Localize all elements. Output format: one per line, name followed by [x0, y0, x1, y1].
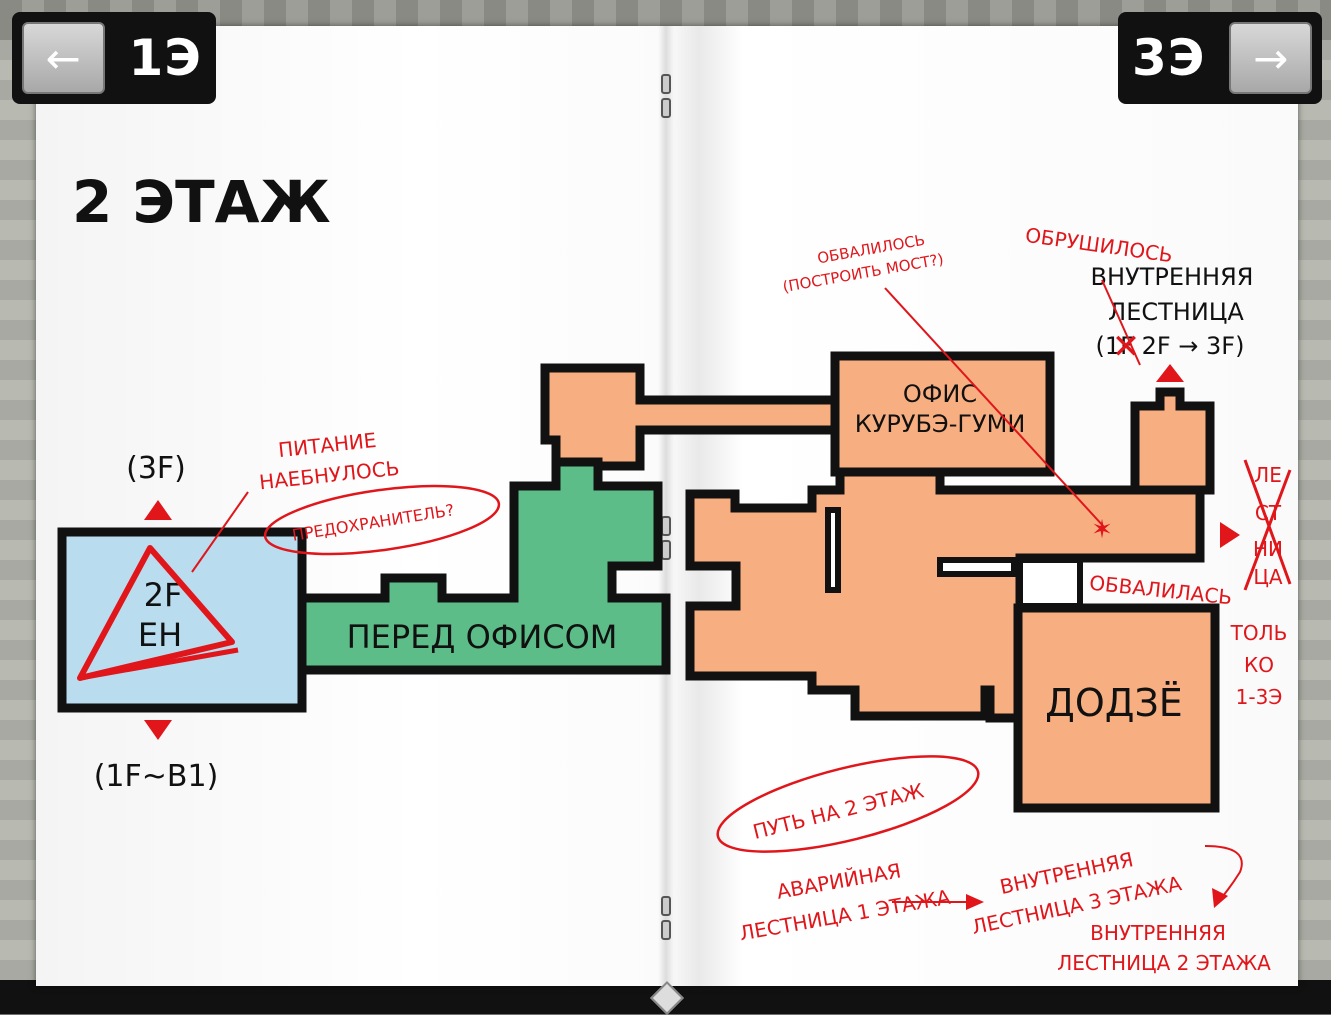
note-fuse-circle [263, 484, 501, 556]
annotation-pointer-line [191, 491, 249, 573]
annotation-pointer-line [884, 287, 1106, 529]
wall-gap [825, 507, 841, 593]
room-dojo [1013, 603, 1220, 813]
wall-gap [937, 557, 1017, 577]
room-eh-label-2: EH [138, 616, 182, 654]
next-floor-label: 3Э [1132, 29, 1206, 87]
arrow-right-icon: → [1253, 33, 1289, 83]
page-title: 2 ЭТАЖ [72, 168, 331, 236]
room-eh-label-1: 2F [144, 576, 183, 614]
stairs-down-arrow-icon [144, 720, 172, 740]
right-exit-arrow-icon [1220, 522, 1240, 548]
spine-ring [661, 896, 671, 916]
spine-ring [661, 74, 671, 94]
route-step3-1: ВНУТРЕННЯЯ [1090, 921, 1226, 945]
note-only-2: КО [1244, 653, 1274, 677]
cross-out-line [1243, 469, 1292, 591]
route-step3-2: ЛЕСТНИЦА 2 ЭТАЖА [1057, 951, 1271, 975]
arrow-left-icon: ← [45, 33, 81, 83]
triangle-scribble [77, 545, 235, 681]
cross-out-line [1243, 459, 1292, 585]
next-floor-button[interactable]: → [1229, 22, 1312, 94]
route-step1-2: ЛЕСТНИЦА 1 ЭТАЖА [738, 885, 953, 946]
next-floor-nav: 3Э → [1118, 12, 1322, 104]
route-arrow-icon [1212, 888, 1228, 908]
room-stair-block [1130, 387, 1215, 495]
internal-stairs-arrow-icon [1156, 364, 1184, 382]
notebook-spine [658, 26, 674, 986]
room-dojo-label: ДОДЗЁ [1045, 681, 1183, 725]
room-office-label-2: КУРУБЭ-ГУМИ [855, 410, 1026, 438]
note-only-1: ТОЛЬ [1230, 621, 1288, 645]
stairs-up-label: (3F) [126, 451, 186, 486]
background-left-wall [0, 40, 40, 980]
note-crossed-4: ЦА [1253, 565, 1283, 589]
annotation-pointer-line [1101, 279, 1141, 366]
note-only-3: 1-3Э [1236, 685, 1283, 709]
room-office [830, 351, 1055, 477]
wall-gap [1017, 557, 1083, 609]
spine-ring [661, 98, 671, 118]
route-arrow-icon [1204, 845, 1243, 903]
route-circle [716, 755, 980, 853]
prev-floor-label: 1Э [128, 29, 202, 87]
prev-floor-button[interactable]: ← [22, 22, 105, 94]
note-power-1: ПИТАНИЕ [277, 428, 378, 462]
room-office-label-1: ОФИС [903, 380, 977, 408]
stairs-up-arrow-icon [144, 500, 172, 520]
stairs-down-label: (1F~B1) [94, 759, 219, 794]
collapse-mark-icon: ✶ [1091, 515, 1113, 545]
cross-out-icon: ✕ [1112, 327, 1141, 367]
room-eh [57, 527, 307, 713]
internal-stairs-label-2: ЛЕСТНИЦА [1108, 298, 1244, 326]
route-arrow-icon [966, 894, 984, 910]
room-front-office-label: ПЕРЕД ОФИСОМ [347, 618, 618, 656]
internal-stairs-label-1: ВНУТРЕННЯЯ [1091, 263, 1254, 291]
note-caved-in: ОБРУШИЛОСЬ [1024, 223, 1174, 267]
note-crossed-1: ЛЕ [1254, 463, 1282, 487]
prev-floor-nav: ← 1Э [12, 12, 216, 104]
triangle-scribble [79, 647, 239, 681]
internal-stairs-label-3: (1F 2F → 3F) [1096, 332, 1245, 360]
note-fuse: ПРЕДОХРАНИТЕЛЬ? [291, 500, 456, 544]
spine-ring [661, 920, 671, 940]
